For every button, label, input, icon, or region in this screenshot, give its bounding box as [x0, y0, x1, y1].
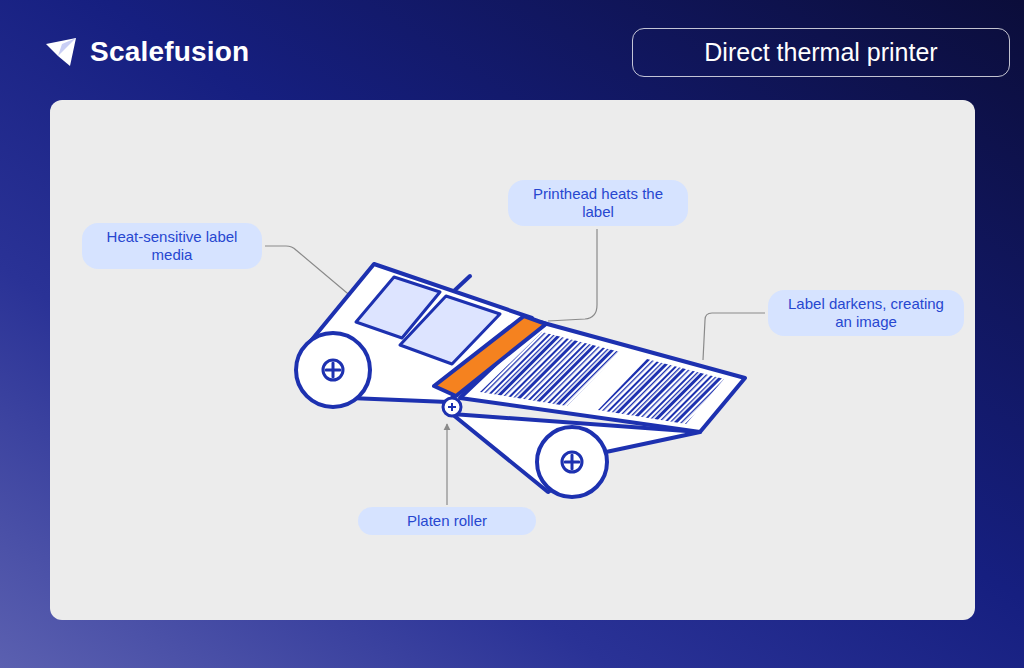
- printhead: [434, 316, 546, 396]
- logo-text: Scalefusion: [90, 36, 249, 68]
- logo-icon: [46, 38, 76, 66]
- media-tab: [455, 276, 470, 290]
- platen-roller: [443, 398, 461, 416]
- take-up-roll: [537, 427, 607, 497]
- callout-pill: Printhead heats the label: [508, 180, 688, 226]
- callout-text: Platen roller: [372, 512, 522, 530]
- callout-text: Label darkens, creating an image: [782, 295, 950, 331]
- roll-hub: [323, 360, 343, 380]
- title-pill: Direct thermal printer: [632, 28, 1010, 77]
- roll-hub: [562, 452, 582, 472]
- callout-pill: Label darkens, creating an image: [768, 290, 964, 336]
- title: Direct thermal printer: [704, 38, 937, 67]
- barcode: [598, 359, 724, 424]
- media-roll: [296, 333, 370, 407]
- callout-text: Printhead heats the label: [522, 185, 674, 221]
- callout-pill: Platen roller: [358, 507, 536, 535]
- callout-text: Heat-sensitive label media: [96, 228, 248, 264]
- leader-lines: [265, 229, 765, 505]
- callout-pill: Heat-sensitive label media: [82, 223, 262, 269]
